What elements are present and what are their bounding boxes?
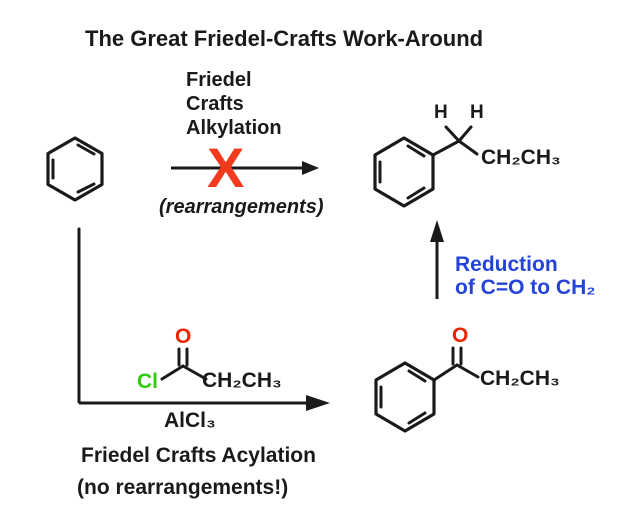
ethyl-chain-label: CH₂CH₃	[202, 369, 282, 392]
hydrogen-label: H	[470, 102, 484, 123]
ethyl-chain-label: CH₂CH₃	[480, 367, 560, 390]
double-bond	[407, 411, 427, 425]
rearrangements-note: (rearrangements)	[159, 196, 324, 218]
condition-line: Friedel	[186, 69, 252, 91]
condition-line: Alkylation	[186, 117, 282, 139]
double-bond	[76, 182, 96, 194]
ch2-chain-bond	[457, 139, 479, 156]
catalyst-label: AlCl₃	[164, 409, 216, 432]
benzene-ring	[373, 136, 435, 208]
propylbenzene-structure	[373, 125, 479, 208]
benzene-ring	[46, 136, 104, 202]
c-chain-bond	[181, 364, 208, 381]
c-chain-bond	[455, 363, 480, 379]
ring-carbonyl-bond	[432, 363, 459, 382]
c-cl-bond	[160, 364, 185, 381]
chlorine-atom-label: Cl	[137, 370, 158, 393]
arrow-head	[430, 220, 444, 242]
oxygen-atom-label: O	[175, 325, 192, 348]
acylation-caption: Friedel Crafts Acylation	[81, 444, 316, 467]
ethyl-chain-label: CH₂CH₃	[481, 146, 561, 169]
propiophenone-structure	[374, 346, 480, 433]
reduction-arrow	[430, 220, 444, 299]
double-bond	[407, 369, 427, 383]
ch2-h-bond	[457, 125, 473, 143]
reduction-line: Reduction	[455, 253, 558, 276]
hydrogen-label: H	[434, 102, 448, 123]
page-title: The Great Friedel-Crafts Work-Around	[85, 26, 484, 51]
arrow-head	[302, 161, 319, 175]
benzene-ring	[374, 361, 436, 433]
ring-ch2-bond	[431, 139, 461, 157]
double-bond	[406, 144, 426, 158]
arrow-head	[306, 395, 330, 411]
red-x-cross: X	[207, 136, 245, 199]
double-bond	[406, 186, 426, 200]
acyl-chloride-structure	[160, 347, 208, 381]
oxygen-atom-label: O	[452, 324, 469, 347]
no-rearrangements-note: (no rearrangements!)	[77, 476, 289, 499]
ch2-h-bond	[444, 125, 461, 143]
condition-line: Crafts	[186, 93, 244, 115]
reduction-caption: Reduction of C=O to CH₂	[455, 253, 596, 299]
acylation-arrow	[79, 395, 330, 411]
alkylation-arrow	[171, 161, 319, 175]
reduction-line: of C=O to CH₂	[455, 276, 596, 299]
double-bond	[76, 143, 96, 156]
benzene-reactant	[46, 136, 104, 202]
alkylation-conditions: Friedel Crafts Alkylation	[186, 68, 282, 140]
